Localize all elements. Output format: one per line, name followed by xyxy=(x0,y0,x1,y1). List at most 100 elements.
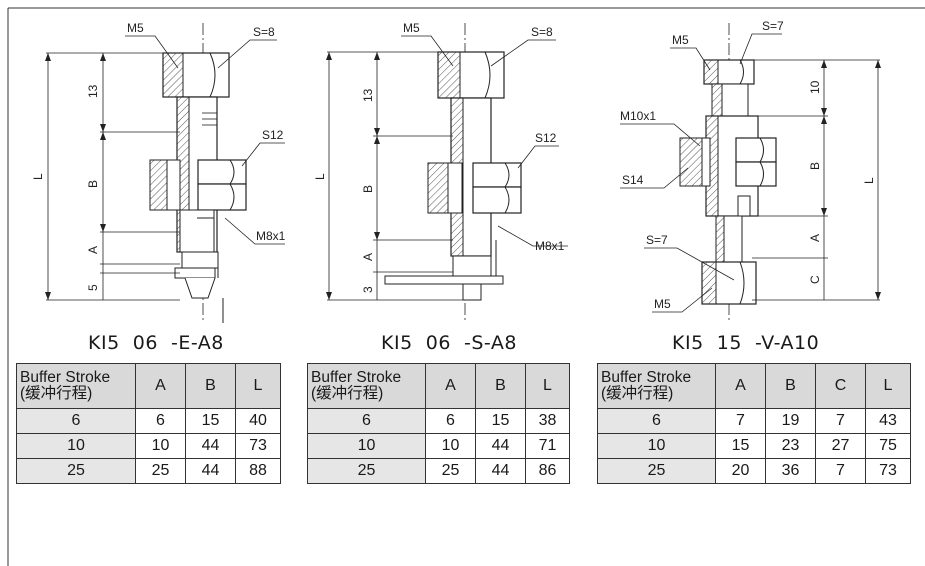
drawing-s-type: M5 S=8 S12 M8x1 L 13 B A 3 xyxy=(313,21,568,323)
label-m5: M5 xyxy=(403,21,420,35)
value-cell: 75 xyxy=(865,433,911,459)
label-thread: M10x1 xyxy=(620,109,656,123)
value-cell: 44 xyxy=(475,433,526,459)
label-thread: M8x1 xyxy=(535,239,565,253)
stroke-cell: 10 xyxy=(16,433,136,459)
value-cell: 88 xyxy=(235,458,281,484)
value-cell: 44 xyxy=(185,458,236,484)
dim-top: 13 xyxy=(86,84,100,98)
header-col: B xyxy=(185,363,236,409)
stroke-cell: 25 xyxy=(597,458,716,484)
label-hex-low: S=7 xyxy=(646,233,668,247)
label-hex-top: S=7 xyxy=(762,19,784,33)
stroke-cell: 6 xyxy=(16,408,136,434)
header-col: C xyxy=(815,363,866,409)
label-m5-bottom: M5 xyxy=(654,297,671,311)
dim-l: L xyxy=(31,173,45,180)
table-row: 10 10 44 73 xyxy=(16,433,281,459)
label-hex-mid: S12 xyxy=(262,128,284,142)
table-row: 25 25 44 88 xyxy=(16,458,281,484)
label-hex-mid: S14 xyxy=(622,173,644,187)
value-cell: 86 xyxy=(525,458,570,484)
stroke-cell: 6 xyxy=(307,408,426,434)
dim-top: 13 xyxy=(361,88,375,102)
value-cell: 15 xyxy=(475,408,526,434)
value-cell: 23 xyxy=(765,433,816,459)
dim-l: L xyxy=(313,173,327,180)
table-row: 6 6 15 40 xyxy=(16,408,281,434)
dim-b: B xyxy=(361,185,375,193)
value-cell: 7 xyxy=(815,458,866,484)
spec-table-v-type: Buffer Stroke(缓冲行程) A B C L 6 7 19 7 43 … xyxy=(597,363,911,484)
label-m5-top: M5 xyxy=(672,33,689,47)
table-row: 6 7 19 7 43 xyxy=(597,408,911,434)
dim-c: C xyxy=(808,275,822,284)
dim-bottom: 3 xyxy=(361,286,375,293)
caption-e-type: KI5 06 -E-A8 xyxy=(88,332,224,354)
value-cell: 36 xyxy=(765,458,816,484)
label-m5: M5 xyxy=(127,21,144,35)
header-stroke: Buffer Stroke(缓冲行程) xyxy=(307,363,426,409)
header-col: A xyxy=(425,363,476,409)
dim-top: 10 xyxy=(808,80,822,94)
stroke-cell: 10 xyxy=(597,433,716,459)
value-cell: 40 xyxy=(235,408,281,434)
table-row: 25 25 44 86 xyxy=(307,458,570,484)
dim-b: B xyxy=(808,162,822,170)
dim-a: A xyxy=(86,246,100,254)
value-cell: 19 xyxy=(765,408,816,434)
value-cell: 15 xyxy=(185,408,236,434)
spec-table-s-type: Buffer Stroke(缓冲行程) A B L 6 6 15 38 10 1… xyxy=(307,363,570,484)
header-col: B xyxy=(475,363,526,409)
value-cell: 73 xyxy=(235,433,281,459)
header-col: A xyxy=(135,363,186,409)
value-cell: 73 xyxy=(865,458,911,484)
table-header: Buffer Stroke(缓冲行程) A B L xyxy=(307,363,570,409)
value-cell: 25 xyxy=(425,458,476,484)
value-cell: 6 xyxy=(135,408,186,434)
table-header: Buffer Stroke(缓冲行程) A B L xyxy=(16,363,281,409)
stroke-cell: 25 xyxy=(16,458,136,484)
drawing-v-type: M5 S=7 M10x1 S14 S=7 M5 10 B A C L xyxy=(620,19,881,323)
value-cell: 10 xyxy=(425,433,476,459)
header-stroke: Buffer Stroke(缓冲行程) xyxy=(16,363,136,409)
label-thread: M8x1 xyxy=(256,229,286,243)
caption-s-type: KI5 06 -S-A8 xyxy=(381,332,517,354)
value-cell: 43 xyxy=(865,408,911,434)
label-hex-mid: S12 xyxy=(535,131,557,145)
stroke-cell: 10 xyxy=(307,433,426,459)
table-row: 25 20 36 7 73 xyxy=(597,458,911,484)
dim-a: A xyxy=(808,234,822,242)
header-col: L xyxy=(525,363,570,409)
table-row: 10 10 44 71 xyxy=(307,433,570,459)
header-col: A xyxy=(715,363,766,409)
value-cell: 6 xyxy=(425,408,476,434)
header-stroke: Buffer Stroke(缓冲行程) xyxy=(597,363,716,409)
value-cell: 7 xyxy=(715,408,766,434)
value-cell: 20 xyxy=(715,458,766,484)
label-hex-top: S=8 xyxy=(531,25,553,39)
dim-b: B xyxy=(86,180,100,188)
header-col: L xyxy=(235,363,281,409)
value-cell: 38 xyxy=(525,408,570,434)
header-col: B xyxy=(765,363,816,409)
value-cell: 27 xyxy=(815,433,866,459)
value-cell: 44 xyxy=(475,458,526,484)
value-cell: 7 xyxy=(815,408,866,434)
value-cell: 15 xyxy=(715,433,766,459)
value-cell: 44 xyxy=(185,433,236,459)
spec-table-e-type: Buffer Stroke(缓冲行程) A B L 6 6 15 40 10 1… xyxy=(16,363,281,484)
value-cell: 25 xyxy=(135,458,186,484)
table-header: Buffer Stroke(缓冲行程) A B C L xyxy=(597,363,911,409)
dim-bottom: 5 xyxy=(86,284,100,291)
label-hex-top: S=8 xyxy=(253,25,275,39)
stroke-cell: 25 xyxy=(307,458,426,484)
header-col: L xyxy=(865,363,911,409)
drawing-e-type: M5 S=8 S12 M8x1 L 13 B A 5 xyxy=(31,21,286,323)
caption-v-type: KI5 15 -V-A10 xyxy=(672,332,820,354)
value-cell: 71 xyxy=(525,433,570,459)
dim-l: L xyxy=(862,177,876,184)
table-row: 6 6 15 38 xyxy=(307,408,570,434)
table-row: 10 15 23 27 75 xyxy=(597,433,911,459)
